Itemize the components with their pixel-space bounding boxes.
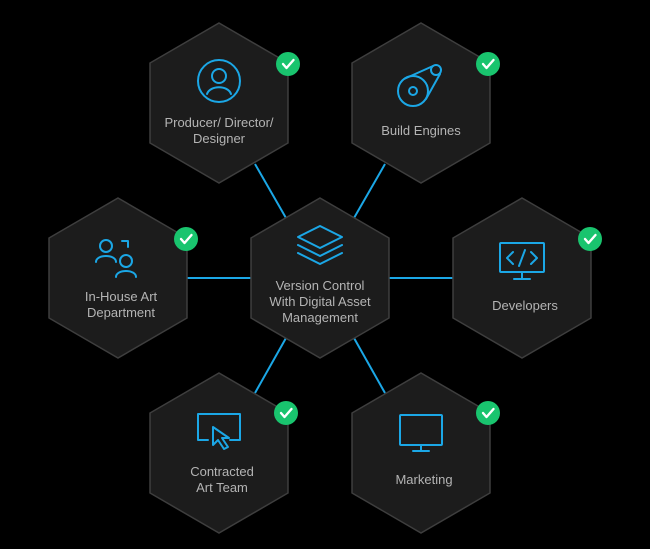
engine-gear-icon bbox=[397, 64, 442, 107]
node-contracted-art: Contracted Art Team bbox=[149, 372, 298, 534]
node-marketing-label-line-1: Marketing bbox=[395, 472, 452, 487]
connector-contracted-art bbox=[254, 337, 287, 394]
connectors bbox=[186, 163, 454, 394]
user-circle-icon bbox=[197, 59, 241, 103]
connector-producer bbox=[254, 163, 287, 219]
node-build-engines: Build Engines bbox=[351, 22, 500, 184]
node-build-engines-label-line-1: Build Engines bbox=[381, 123, 461, 138]
node-producer: Producer/ Director/ Designer bbox=[149, 22, 300, 184]
cursor-screen-icon bbox=[197, 413, 241, 450]
connector-build-engines bbox=[353, 163, 386, 219]
center-hub: Version Control With Digital Asset Manag… bbox=[250, 197, 390, 359]
node-in-house-art-label-line-1: In-House Art bbox=[85, 289, 158, 304]
node-developers-label-line-1: Developers bbox=[492, 298, 558, 313]
node-producer-label-line-1: Producer/ Director/ bbox=[164, 115, 273, 130]
node-in-house-art-hexagon bbox=[48, 197, 188, 359]
center-label-line-3: Management bbox=[282, 310, 358, 325]
center-label-line-2: With Digital Asset bbox=[269, 294, 371, 309]
stacked-layers-icon bbox=[297, 225, 343, 265]
node-in-house-art-label-line-2: Department bbox=[87, 305, 155, 320]
node-contracted-art-hexagon bbox=[149, 372, 289, 534]
node-developers: Developers bbox=[452, 197, 602, 359]
check-badge-icon bbox=[476, 401, 500, 425]
check-badge-icon bbox=[578, 227, 602, 251]
monitor-icon bbox=[399, 414, 443, 452]
center-label-line-1: Version Control bbox=[276, 278, 365, 293]
check-badge-icon bbox=[174, 227, 198, 251]
check-badge-icon bbox=[274, 401, 298, 425]
node-contracted-art-label-line-1: Contracted bbox=[190, 464, 254, 479]
code-monitor-icon bbox=[499, 242, 545, 280]
node-producer-label-line-2: Designer bbox=[193, 131, 246, 146]
center-hexagon bbox=[250, 197, 390, 359]
check-badge-icon bbox=[476, 52, 500, 76]
node-marketing: Marketing bbox=[351, 372, 500, 534]
node-in-house-art: In-House Art Department bbox=[48, 197, 198, 359]
node-contracted-art-label-line-2: Art Team bbox=[196, 480, 248, 495]
connector-marketing bbox=[353, 337, 386, 394]
check-badge-icon bbox=[276, 52, 300, 76]
team-users-icon bbox=[95, 239, 137, 278]
node-marketing-hexagon bbox=[351, 372, 491, 534]
